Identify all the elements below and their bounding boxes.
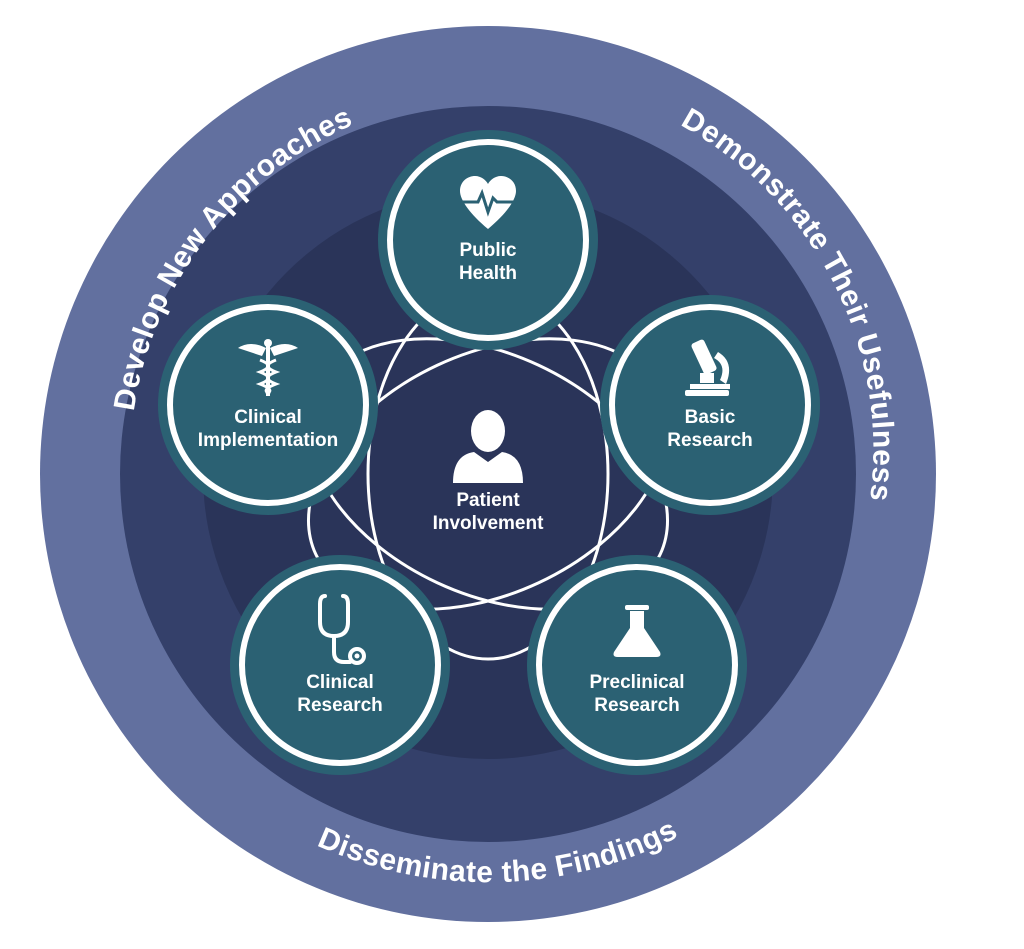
node-label-line1: Clinical	[306, 672, 374, 693]
center-label-line2: Involvement	[433, 513, 545, 534]
caduceus-icon	[238, 339, 298, 396]
node-label-line1: Public	[459, 240, 516, 261]
center-patient-involvement: Patient Involvement	[433, 410, 545, 534]
node-label-line1: Clinical	[234, 407, 302, 428]
node-label-line1: Preclinical	[589, 672, 684, 693]
node-public-health: Public Health	[378, 130, 598, 350]
node-basic-research: Basic Research	[600, 295, 820, 515]
node-label-line2: Research	[667, 430, 753, 451]
heart-pulse-icon	[460, 176, 516, 229]
person-icon	[453, 410, 523, 483]
node-preclinical-research: Preclinical Research	[527, 555, 747, 775]
node-clinical-implementation: Clinical Implementation	[158, 295, 378, 515]
node-label-line2: Implementation	[198, 430, 338, 451]
node-label-line2: Health	[459, 263, 517, 284]
stethoscope-bell-dot	[354, 653, 360, 659]
node-clinical-research: Clinical Research	[230, 555, 450, 775]
node-label-line1: Basic	[685, 407, 736, 428]
node-label-line2: Research	[594, 695, 680, 716]
microscope-icon	[685, 339, 730, 396]
stethoscope-icon	[318, 594, 366, 665]
node-label-line2: Research	[297, 695, 383, 716]
center-label-line1: Patient	[456, 490, 520, 511]
flask-icon	[613, 605, 661, 657]
